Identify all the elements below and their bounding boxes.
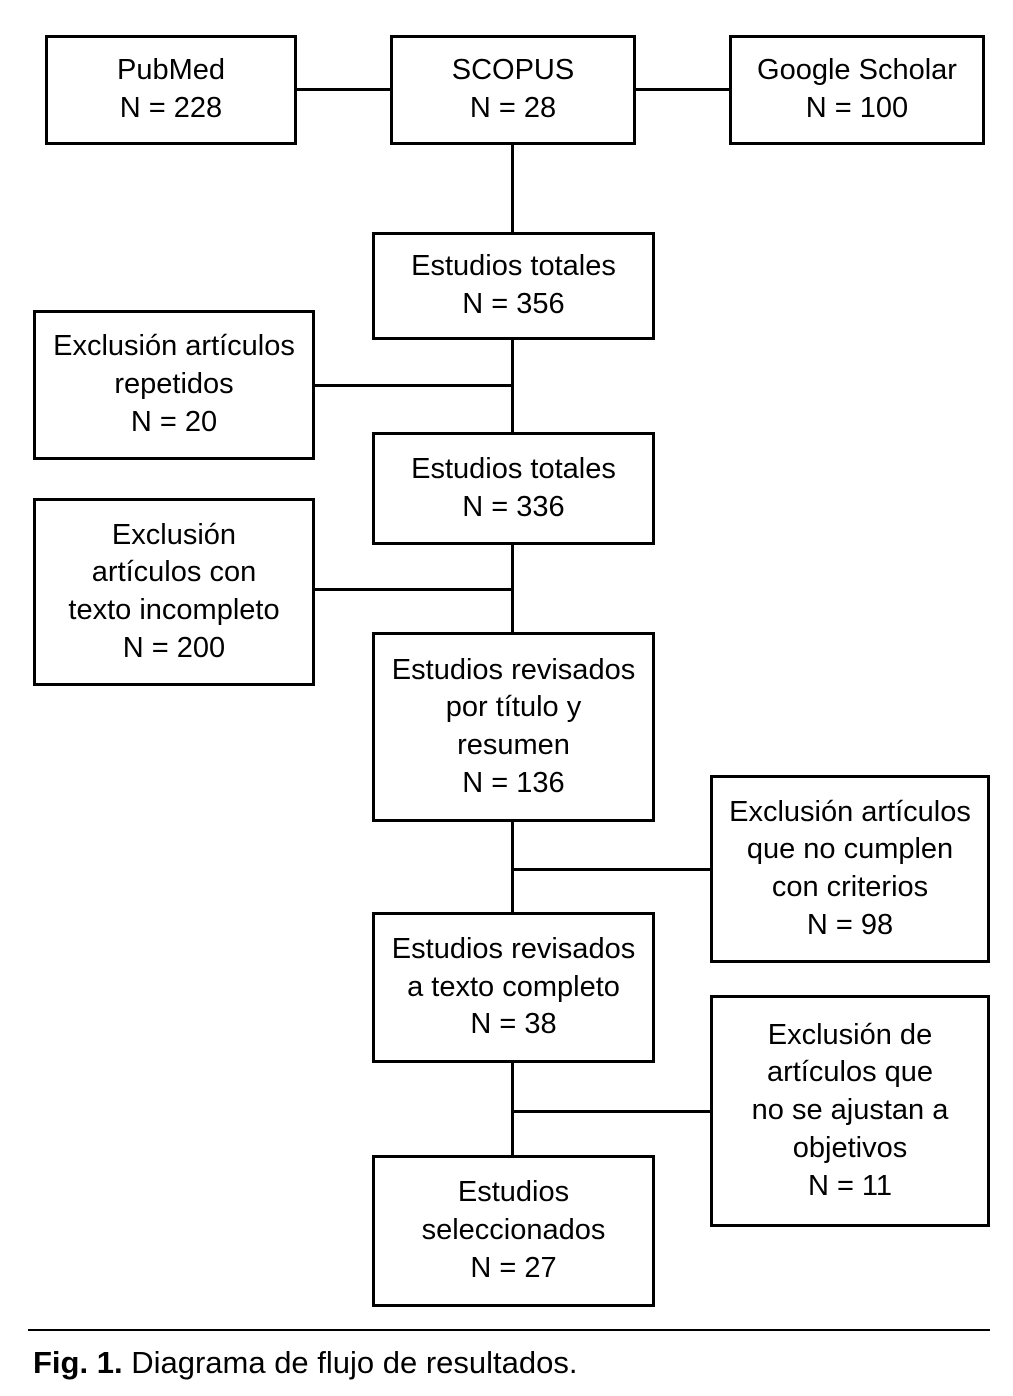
box-exclusion-no-cumplen-criterios: Exclusión artículos que no cumplen con c… [710, 775, 990, 963]
connector-exclusion-texto-incompleto [315, 588, 511, 591]
box-scopus: SCOPUS N = 28 [390, 35, 636, 145]
box-exclusion-no-ajustan-objetivos: Exclusión de artículos que no se ajustan… [710, 995, 990, 1227]
box-estudios-revisados-titulo-resumen: Estudios revisados por título y resumen … [372, 632, 655, 822]
box-estudios-seleccionados: Estudios seleccionados N = 27 [372, 1155, 655, 1307]
figure-caption-text: Diagrama de flujo de resultados. [122, 1345, 578, 1380]
box-exclusion-articulos-repetidos: Exclusión artículos repetidos N = 20 [33, 310, 315, 460]
connector-totales-336-to-revisados-titulo [511, 545, 514, 632]
connector-pubmed-scopus [297, 88, 390, 91]
connector-exclusion-objetivos [511, 1110, 710, 1113]
connector-scopus-google-scholar [636, 88, 729, 91]
connector-exclusion-criterios [511, 868, 710, 871]
box-estudios-totales-336: Estudios totales N = 336 [372, 432, 655, 545]
caption-divider [28, 1329, 990, 1331]
connector-exclusion-repetidos [315, 384, 511, 387]
figure-caption-label: Fig. 1. [33, 1345, 123, 1380]
box-google-scholar: Google Scholar N = 100 [729, 35, 985, 145]
connector-revisados-titulo-to-revisados-texto [511, 822, 514, 912]
connector-revisados-texto-to-seleccionados [511, 1063, 514, 1155]
box-estudios-totales-356: Estudios totales N = 356 [372, 232, 655, 340]
connector-scopus-to-totales-356 [511, 145, 514, 232]
box-exclusion-texto-incompleto: Exclusión artículos con texto incompleto… [33, 498, 315, 686]
connector-totales-356-to-totales-336 [511, 340, 514, 432]
figure-caption: Fig. 1. Diagrama de flujo de resultados. [33, 1344, 578, 1381]
box-pubmed: PubMed N = 228 [45, 35, 297, 145]
box-estudios-revisados-texto-completo: Estudios revisados a texto completo N = … [372, 912, 655, 1063]
